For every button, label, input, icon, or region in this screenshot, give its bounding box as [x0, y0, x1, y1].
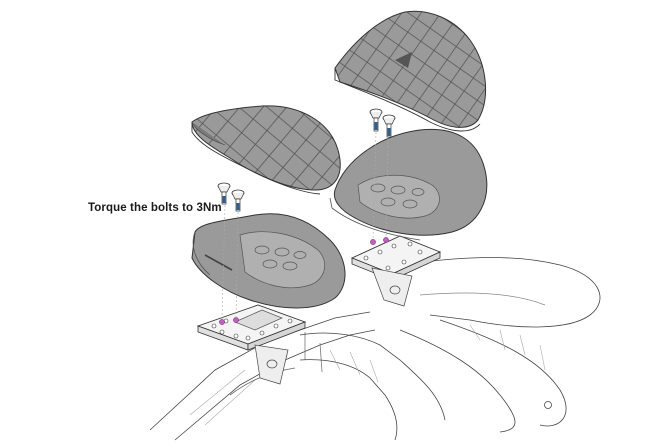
leader-lines — [221, 131, 389, 321]
washer-icon — [370, 237, 389, 245]
armrest-cup-left — [191, 213, 346, 309]
bolt-icon — [382, 114, 396, 138]
bolt-icon — [231, 189, 245, 212]
mount-bracket-right — [350, 235, 442, 307]
mount-bracket-left — [196, 304, 307, 385]
bolt-icon — [369, 108, 383, 132]
bolt-icon — [217, 182, 231, 205]
armrest-pad-right — [334, 10, 487, 132]
aero-bar-right — [399, 257, 601, 433]
torque-annotation: Torque the bolts to 3Nm — [88, 202, 222, 214]
armrest-pad-left — [191, 105, 341, 195]
armrest-cup-right — [329, 128, 488, 241]
